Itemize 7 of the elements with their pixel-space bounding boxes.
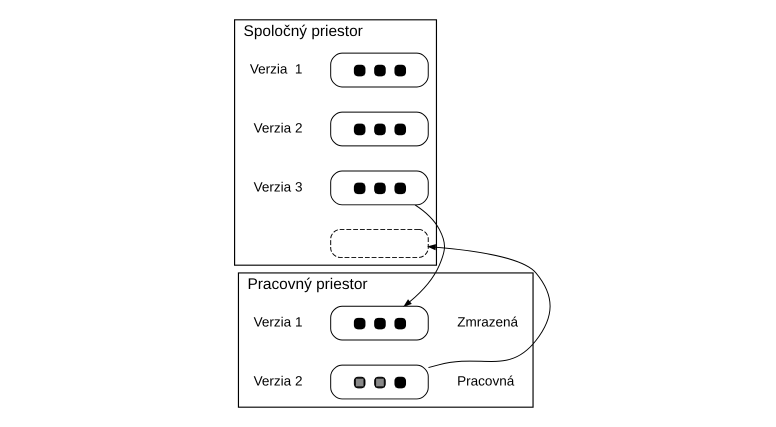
node-label: Verzia 1	[249, 62, 302, 77]
node-label: Verzia 1	[253, 314, 302, 330]
node-label: Verzia 2	[253, 374, 302, 389]
node-label: Pracovná	[456, 374, 514, 389]
node-label: Verzia 3	[253, 179, 302, 194]
node-label: Zmrazená	[456, 314, 518, 330]
node-label: Verzia 2	[253, 120, 302, 136]
